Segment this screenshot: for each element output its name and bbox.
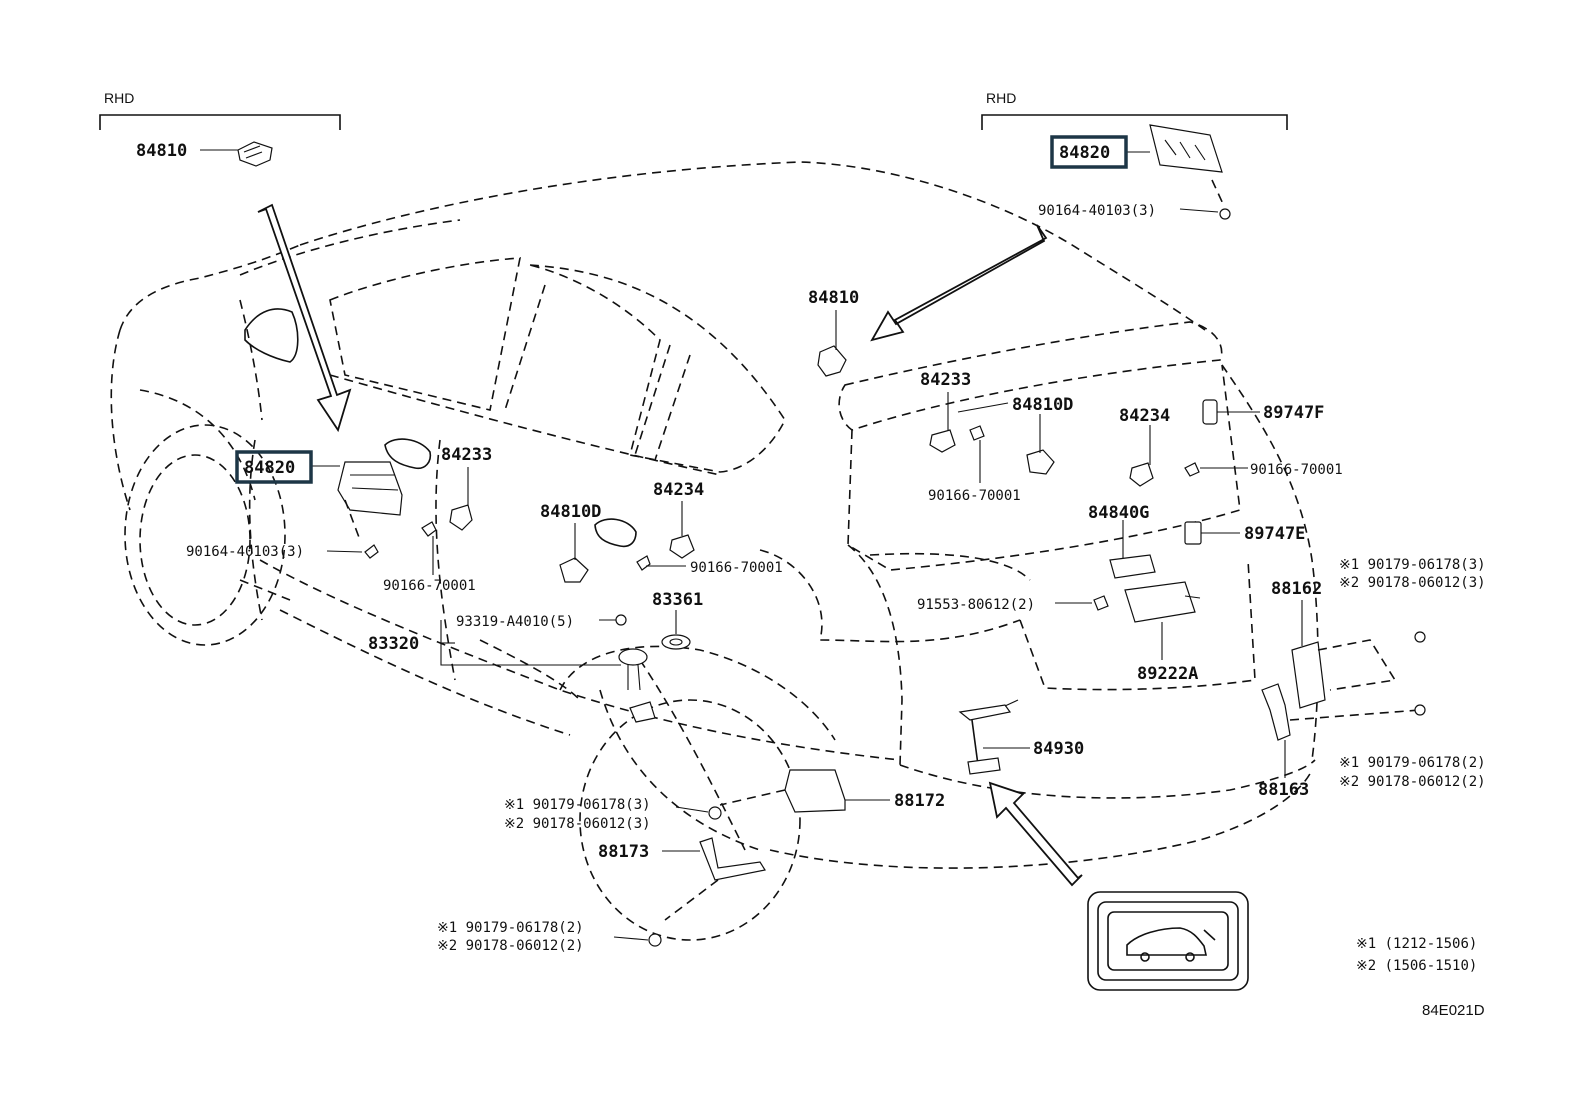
label-88162-note1: ※1 90179-06178(3) bbox=[1339, 557, 1486, 573]
label-88163-note1: ※1 90179-06178(2) bbox=[1339, 755, 1486, 771]
nut-88173-icon bbox=[648, 933, 662, 947]
bracket-88173-icon bbox=[664, 806, 766, 921]
label-84820[interactable]: 84820 bbox=[244, 458, 295, 478]
inset-power-backdoor-switch bbox=[1087, 891, 1249, 991]
rhd-bracket-left: RHD bbox=[99, 90, 341, 130]
label-84233-front[interactable]: 84233 bbox=[441, 445, 492, 465]
diagram-code: 84E021D bbox=[1422, 1002, 1485, 1019]
height-sensor-84930-icon bbox=[958, 699, 1019, 775]
sensor-89747e-icon bbox=[1184, 521, 1202, 545]
label-89747e[interactable]: 89747E bbox=[1244, 524, 1305, 544]
switch-84233-gate-icon bbox=[929, 429, 956, 453]
label-88172-note1: ※1 90179-06178(3) bbox=[504, 797, 651, 813]
region-label-rhd-left: RHD bbox=[104, 90, 134, 106]
highlight-box-84820-rhd bbox=[1050, 135, 1128, 169]
label-84810d-rear[interactable]: 84810D bbox=[540, 502, 601, 522]
screw-90166-gate-a-icon bbox=[969, 425, 985, 441]
door-handle-front-icon bbox=[384, 438, 432, 470]
clip-84810d-gate-icon bbox=[1026, 449, 1055, 475]
screw-93319-icon bbox=[615, 614, 627, 626]
window-switch-84820-icon bbox=[337, 461, 403, 541]
clip-84810-roof-icon bbox=[817, 345, 847, 377]
label-88173-note2: ※2 90178-06012(2) bbox=[437, 938, 584, 954]
label-84810d-gate[interactable]: 84810D bbox=[1012, 395, 1073, 415]
label-89222a[interactable]: 89222A bbox=[1137, 664, 1198, 684]
label-84810-rhd[interactable]: 84810 bbox=[136, 141, 187, 161]
screw-90164-rhd-icon bbox=[1219, 208, 1231, 220]
highlight-box-84820 bbox=[235, 450, 313, 484]
note-2: ※2 (1506-1510) bbox=[1356, 958, 1477, 974]
vehicle-backdoor-icon bbox=[1126, 927, 1216, 962]
label-88173-note1: ※1 90179-06178(2) bbox=[437, 920, 584, 936]
label-88172[interactable]: 88172 bbox=[894, 791, 945, 811]
note-1: ※1 (1212-1506) bbox=[1356, 936, 1477, 952]
label-83320[interactable]: 83320 bbox=[368, 634, 419, 654]
label-89747f[interactable]: 89747F bbox=[1263, 403, 1324, 423]
clip-84810-rhd-icon bbox=[237, 141, 273, 167]
bracket-88163-icon bbox=[1261, 683, 1426, 741]
arrow-to-roof-area bbox=[870, 224, 1048, 342]
label-84233-gate[interactable]: 84233 bbox=[920, 370, 971, 390]
leader-lines bbox=[200, 149, 1303, 941]
switch-84234-gate-icon bbox=[1129, 462, 1154, 487]
screw-90166-rear-icon bbox=[636, 555, 651, 571]
switch-84840g-icon bbox=[1109, 554, 1156, 579]
label-84820-rhd[interactable]: 84820 bbox=[1059, 143, 1110, 163]
label-93319[interactable]: 93319-A4010(5) bbox=[456, 614, 574, 630]
radar-sensor-88172-icon bbox=[719, 769, 846, 813]
region-label-rhd-right: RHD bbox=[986, 90, 1016, 106]
radar-sensor-88162-icon bbox=[1291, 631, 1426, 709]
label-84840g[interactable]: 84840G bbox=[1088, 503, 1149, 523]
label-84930[interactable]: 84930 bbox=[1033, 739, 1084, 759]
gasket-83361-icon bbox=[661, 634, 691, 650]
car-body-outline bbox=[110, 161, 1319, 941]
module-89222a-icon bbox=[1124, 581, 1201, 623]
label-88173[interactable]: 88173 bbox=[598, 842, 649, 862]
rhd-bracket-right: RHD bbox=[981, 90, 1288, 130]
label-90166-front[interactable]: 90166-70001 bbox=[383, 578, 476, 594]
label-83361[interactable]: 83361 bbox=[652, 590, 703, 610]
label-91553[interactable]: 91553-80612(2) bbox=[917, 597, 1035, 613]
door-handle-rear-icon bbox=[594, 518, 637, 548]
label-88163-note2: ※2 90178-06012(2) bbox=[1339, 774, 1486, 790]
window-switch-84820-rhd-icon bbox=[1149, 124, 1223, 173]
screw-91553-icon bbox=[1093, 595, 1109, 611]
screw-90166-front-icon bbox=[421, 521, 437, 537]
arrow-to-rear-door-switch bbox=[257, 203, 352, 433]
switch-84233-front-icon bbox=[449, 504, 473, 531]
screw-90164-door-icon bbox=[364, 544, 379, 559]
arrow-to-tailgate-switch bbox=[988, 781, 1083, 887]
fuel-sender-83320-icon bbox=[618, 648, 656, 723]
label-90166-gate-a[interactable]: 90166-70001 bbox=[928, 488, 1021, 504]
label-90164-rhd[interactable]: 90164-40103(3) bbox=[1038, 203, 1156, 219]
clip-84810d-rear-icon bbox=[559, 557, 589, 583]
label-84234-gate[interactable]: 84234 bbox=[1119, 406, 1170, 426]
label-90166-gate-b[interactable]: 90166-70001 bbox=[1250, 462, 1343, 478]
label-88162-note2: ※2 90178-06012(3) bbox=[1339, 575, 1486, 591]
switch-84234-rear-icon bbox=[669, 534, 695, 559]
label-90166-rear[interactable]: 90166-70001 bbox=[690, 560, 783, 576]
label-84234-rear[interactable]: 84234 bbox=[653, 480, 704, 500]
sensor-89747f-icon bbox=[1202, 399, 1218, 425]
label-88162[interactable]: 88162 bbox=[1271, 579, 1322, 599]
label-84810-roof[interactable]: 84810 bbox=[808, 288, 859, 308]
label-90164[interactable]: 90164-40103(3) bbox=[186, 544, 304, 560]
label-88172-note2: ※2 90178-06012(3) bbox=[504, 816, 651, 832]
label-88163[interactable]: 88163 bbox=[1258, 780, 1309, 800]
screw-90166-gate-b-icon bbox=[1184, 462, 1200, 477]
